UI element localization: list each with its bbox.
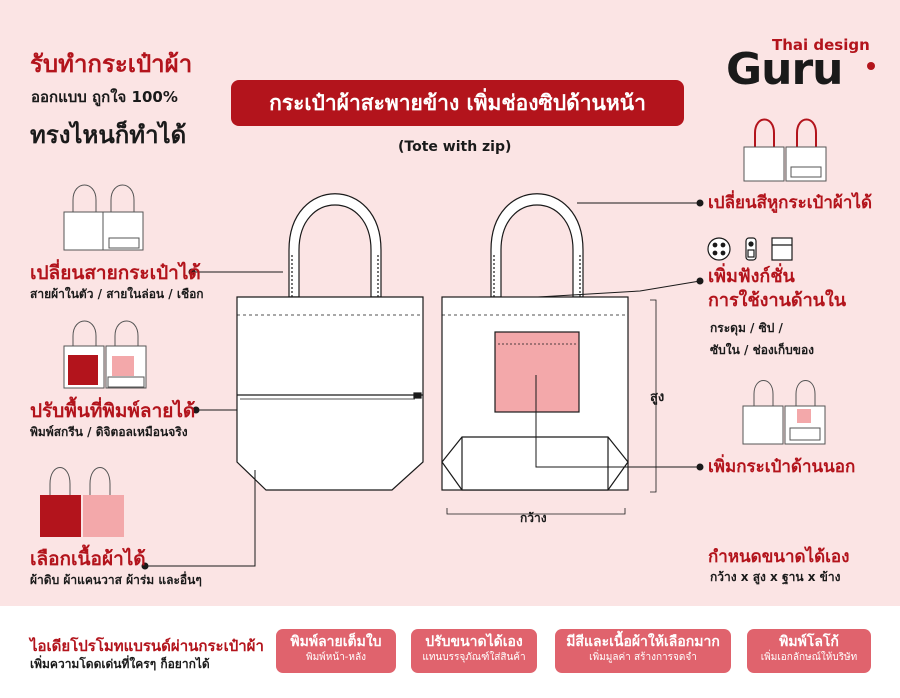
logo-wordmark: Guru bbox=[726, 44, 843, 95]
inner-pocket-icon bbox=[771, 237, 793, 261]
button-icon bbox=[707, 237, 731, 261]
zipper-icon bbox=[745, 237, 757, 261]
feature-fabric-title: เลือกเนื้อผ้าได้ bbox=[30, 548, 146, 570]
dimension-markers bbox=[446, 299, 657, 515]
promo-subtitle: เพิ่มความโดดเด่นที่ใครๆ ก็อยากได้ bbox=[30, 657, 210, 671]
page-title: กระเป๋าผ้าสะพายข้าง เพิ่มช่องซิปด้านหน้า bbox=[269, 90, 646, 115]
feature-inner-function-desc1: กระดุม / ซิป / bbox=[710, 321, 783, 335]
pill-title: ปรับขนาดได้เอง bbox=[425, 634, 523, 650]
feature-inner-function-desc2: ซับใน / ช่องเก็บของ bbox=[710, 343, 815, 357]
page-title-banner: กระเป๋าผ้าสะพายข้าง เพิ่มช่องซิปด้านหน้า bbox=[231, 80, 684, 126]
pill-colors-fabric: มีสีและเนื้อผ้าให้เลือกมาก เพิ่มมูลค่า ส… bbox=[555, 629, 731, 673]
height-label: สูง bbox=[650, 390, 665, 405]
headline-sub: ออกแบบ ถูกใจ 100% bbox=[31, 88, 178, 106]
thumb-strap-bags bbox=[63, 184, 144, 251]
thumb-fabric-bags bbox=[40, 467, 124, 537]
feature-outer-pocket-title: เพิ่มกระเป๋าด้านนอก bbox=[708, 457, 856, 477]
pill-sub: เพิ่มมูลค่า สร้างการจดจำ bbox=[589, 652, 697, 663]
pill-full-print: พิมพ์ลายเต็มใบ พิมพ์หน้า-หลัง bbox=[276, 629, 396, 673]
pill-title: มีสีและเนื้อผ้าให้เลือกมาก bbox=[566, 634, 720, 650]
page-subtitle: (Tote with zip) bbox=[398, 139, 512, 155]
feature-fabric-desc: ผ้าดิบ ผ้าแคนวาส ผ้าร่ม และอื่นๆ bbox=[30, 573, 202, 587]
logo-tagline: Thai design bbox=[772, 36, 870, 54]
pill-title: พิมพ์โลโก้ bbox=[779, 634, 839, 650]
feature-custom-size-desc: กว้าง x สูง x ฐาน x ข้าง bbox=[710, 570, 841, 584]
pill-sub: แทนบรรจุภัณฑ์ใส่สินค้า bbox=[422, 652, 526, 663]
feature-inner-function-title1: เพิ่มฟังก์ชั่น bbox=[708, 266, 795, 287]
feature-strap-desc: สายผ้าในตัว / สายในล่อน / เชือก bbox=[30, 287, 204, 301]
leader-lines bbox=[141, 199, 704, 570]
front-bag-illustration bbox=[236, 193, 424, 491]
back-bag-illustration bbox=[441, 193, 629, 491]
headline-tagline: ทรงไหนก็ทำได้ bbox=[30, 121, 187, 149]
thumb-outer-pocket-bags bbox=[742, 380, 826, 445]
width-label: กว้าง bbox=[520, 511, 547, 525]
feature-custom-size-title: กำหนดขนาดได้เอง bbox=[708, 547, 850, 567]
thumb-handle-color-bags bbox=[743, 118, 827, 182]
pill-custom-size: ปรับขนาดได้เอง แทนบรรจุภัณฑ์ใส่สินค้า bbox=[411, 629, 537, 673]
logo-dot bbox=[867, 62, 875, 70]
promo-title: ไอเดียโปรโมทแบรนด์ผ่านกระเป๋าผ้า bbox=[30, 637, 264, 655]
headline-main: รับทำกระเป๋าผ้า bbox=[30, 50, 193, 78]
feature-print-area-desc: พิมพ์สกรีน / ดิจิตอลเหมือนจริง bbox=[30, 425, 188, 439]
feature-handle-color-title: เปลี่ยนสีหูกระเป๋าผ้าได้ bbox=[708, 193, 872, 213]
feature-inner-function-title2: การใช้งานด้านใน bbox=[708, 290, 847, 311]
pill-logo-print: พิมพ์โลโก้ เพิ่มเอกลักษณ์ให้บริษัท bbox=[747, 629, 871, 673]
feature-strap-title: เปลี่ยนสายกระเป๋าได้ bbox=[30, 262, 201, 284]
pill-sub: เพิ่มเอกลักษณ์ให้บริษัท bbox=[760, 652, 858, 663]
pill-title: พิมพ์ลายเต็มใบ bbox=[290, 634, 382, 650]
pill-sub: พิมพ์หน้า-หลัง bbox=[305, 652, 367, 663]
feature-print-area-title: ปรับพื้นที่พิมพ์ลายได้ bbox=[30, 400, 196, 422]
thumb-print-area-bags bbox=[63, 320, 147, 389]
